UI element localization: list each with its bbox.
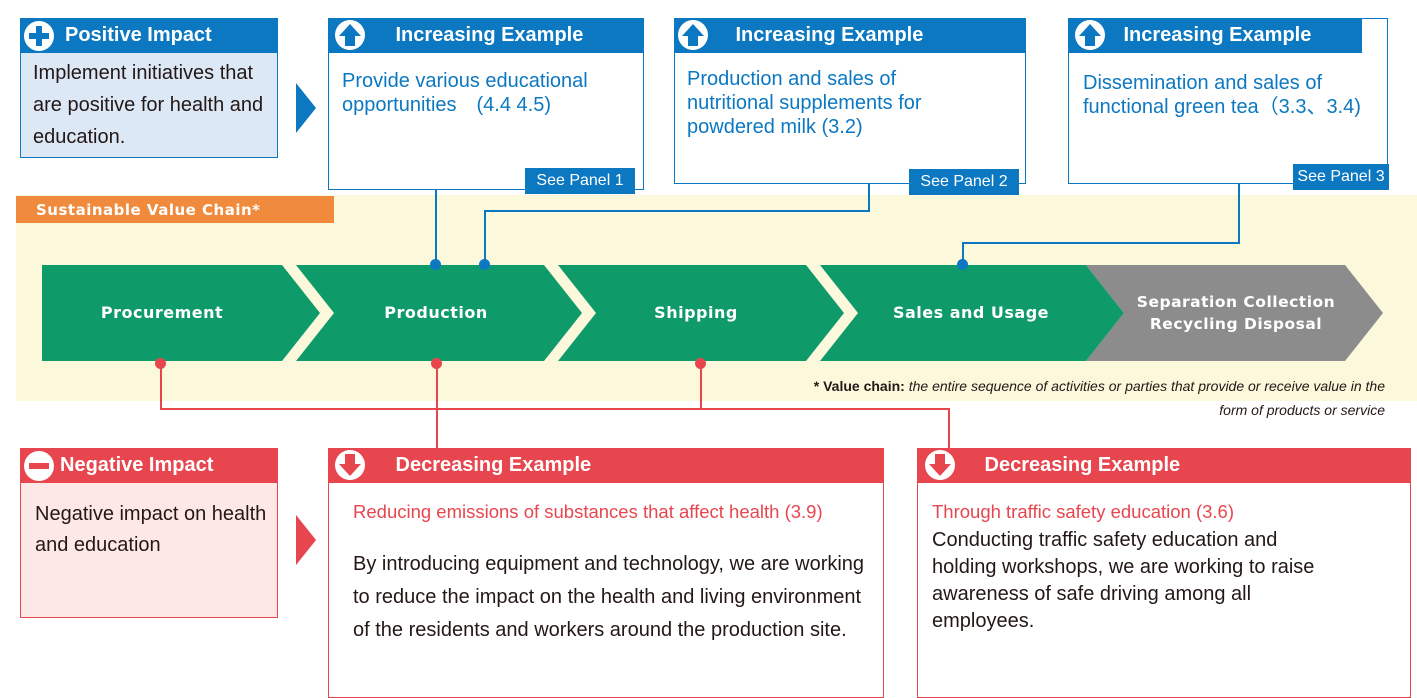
see-panel-1-button[interactable]: See Panel 1 [525, 168, 635, 194]
red-dot-procurement [155, 358, 166, 369]
stage-procurement: Procurement [100, 303, 224, 322]
increasing-header-2-text: Increasing Example [735, 23, 924, 46]
arrow-up-icon [677, 20, 708, 50]
increasing-text-1: Provide various educational opportunitie… [342, 70, 588, 116]
chevron-shipping [558, 265, 844, 361]
connector-dot-panel3 [957, 259, 968, 270]
decreasing-panel-1: Decreasing Example Reducing emissions of… [327, 447, 884, 698]
increasing-panel-1: Increasing Example Provide various educa… [327, 17, 644, 194]
stage-disposal: Separation Collection Recycling Disposal [1136, 293, 1336, 333]
positive-arrow-icon [296, 83, 316, 133]
connector-panel3-across [962, 242, 1240, 244]
chevron-sales [820, 265, 1124, 361]
value-chain-footnote: * Value chain: the entire sequence of ac… [800, 374, 1385, 422]
connector-panel1 [435, 190, 437, 264]
see-panel-3-button[interactable]: See Panel 3 [1293, 164, 1389, 190]
negative-arrow-icon [296, 515, 316, 565]
increasing-text-2: Production and sales of nutritional supp… [687, 68, 922, 138]
value-chain-label: Sustainable Value Chain* [16, 196, 334, 223]
connector-panel3-to-sales [962, 242, 964, 264]
positive-impact-header: Positive Impact [20, 18, 278, 53]
arrow-down-icon [924, 450, 955, 480]
negative-impact-body: Negative impact on health and education [20, 483, 278, 618]
increasing-header-3-text: Increasing Example [1123, 23, 1312, 46]
increasing-text-3: Dissemination and sales of functional gr… [1083, 72, 1361, 118]
positive-impact-description: Implement initiatives that are positive … [33, 62, 264, 148]
footnote-term: * Value chain: [813, 378, 905, 394]
stage-production: Production [384, 303, 488, 322]
stage-shipping: Shipping [654, 303, 738, 322]
decreasing-header-2-text: Decreasing Example [984, 453, 1181, 476]
arrow-up-icon [334, 20, 365, 50]
connector-panel2-to-production [484, 210, 486, 264]
decreasing-panel-2: Decreasing Example Through traffic safet… [916, 447, 1411, 698]
connector-dot-panel1 [430, 259, 441, 270]
connector-dot-panel2 [479, 259, 490, 270]
increasing-header-1-text: Increasing Example [395, 23, 584, 46]
connector-panel2-across [484, 210, 870, 212]
positive-impact-box: Positive Impact Implement initiatives th… [20, 18, 278, 158]
negative-impact-title: Negative Impact [60, 454, 214, 476]
chevron-procurement [42, 265, 320, 361]
footnote-text: the entire sequence of activities or par… [908, 378, 1385, 418]
value-chain-label-text: Sustainable Value Chain* [36, 200, 261, 219]
decreasing-header-1-text: Decreasing Example [395, 453, 592, 476]
red-connector-production [436, 363, 438, 449]
chevron-production [296, 265, 582, 361]
negative-impact-description: Negative impact on health and education [35, 503, 267, 556]
plus-icon [24, 20, 54, 51]
chevron-disposal [1086, 265, 1383, 361]
increasing-header-3: Increasing Example [1067, 17, 1362, 53]
stage-sales-and-usage: Sales and Usage [892, 303, 1050, 322]
increasing-header-2: Increasing Example [673, 17, 1026, 53]
decreasing-header-1: Decreasing Example [327, 447, 884, 483]
decreasing-subtitle-1: Reducing emissions of substances that af… [353, 501, 823, 522]
decreasing-header-2: Decreasing Example [916, 447, 1411, 483]
negative-impact-box: Negative Impact Negative impact on healt… [20, 448, 278, 618]
red-dot-shipping [695, 358, 706, 369]
decreasing-subtitle-2: Through traffic safety education (3.6) [932, 501, 1234, 522]
increasing-header-1: Increasing Example [327, 17, 644, 53]
red-connector-across [160, 408, 950, 410]
positive-impact-body: Implement initiatives that are positive … [20, 53, 278, 158]
see-panel-2-button[interactable]: See Panel 2 [909, 169, 1019, 195]
increasing-panel-3: Increasing Example Dissemination and sal… [1067, 17, 1389, 190]
minus-icon [24, 450, 54, 481]
connector-panel2-down [868, 184, 870, 212]
red-connector-procurement [160, 363, 162, 410]
connector-panel3-down [1238, 184, 1240, 244]
arrow-up-icon [1074, 20, 1105, 50]
red-connector-to-panel [948, 408, 950, 449]
negative-impact-header: Negative Impact [20, 448, 278, 483]
red-connector-shipping [700, 363, 702, 410]
decreasing-body-2: Conducting traffic safety education and … [932, 529, 1315, 632]
arrow-down-icon [334, 450, 365, 480]
red-dot-production [431, 358, 442, 369]
increasing-panel-2: Increasing Example Production and sales … [673, 17, 1026, 195]
decreasing-body-1: By introducing equipment and technology,… [353, 553, 865, 641]
positive-impact-title: Positive Impact [65, 24, 212, 46]
